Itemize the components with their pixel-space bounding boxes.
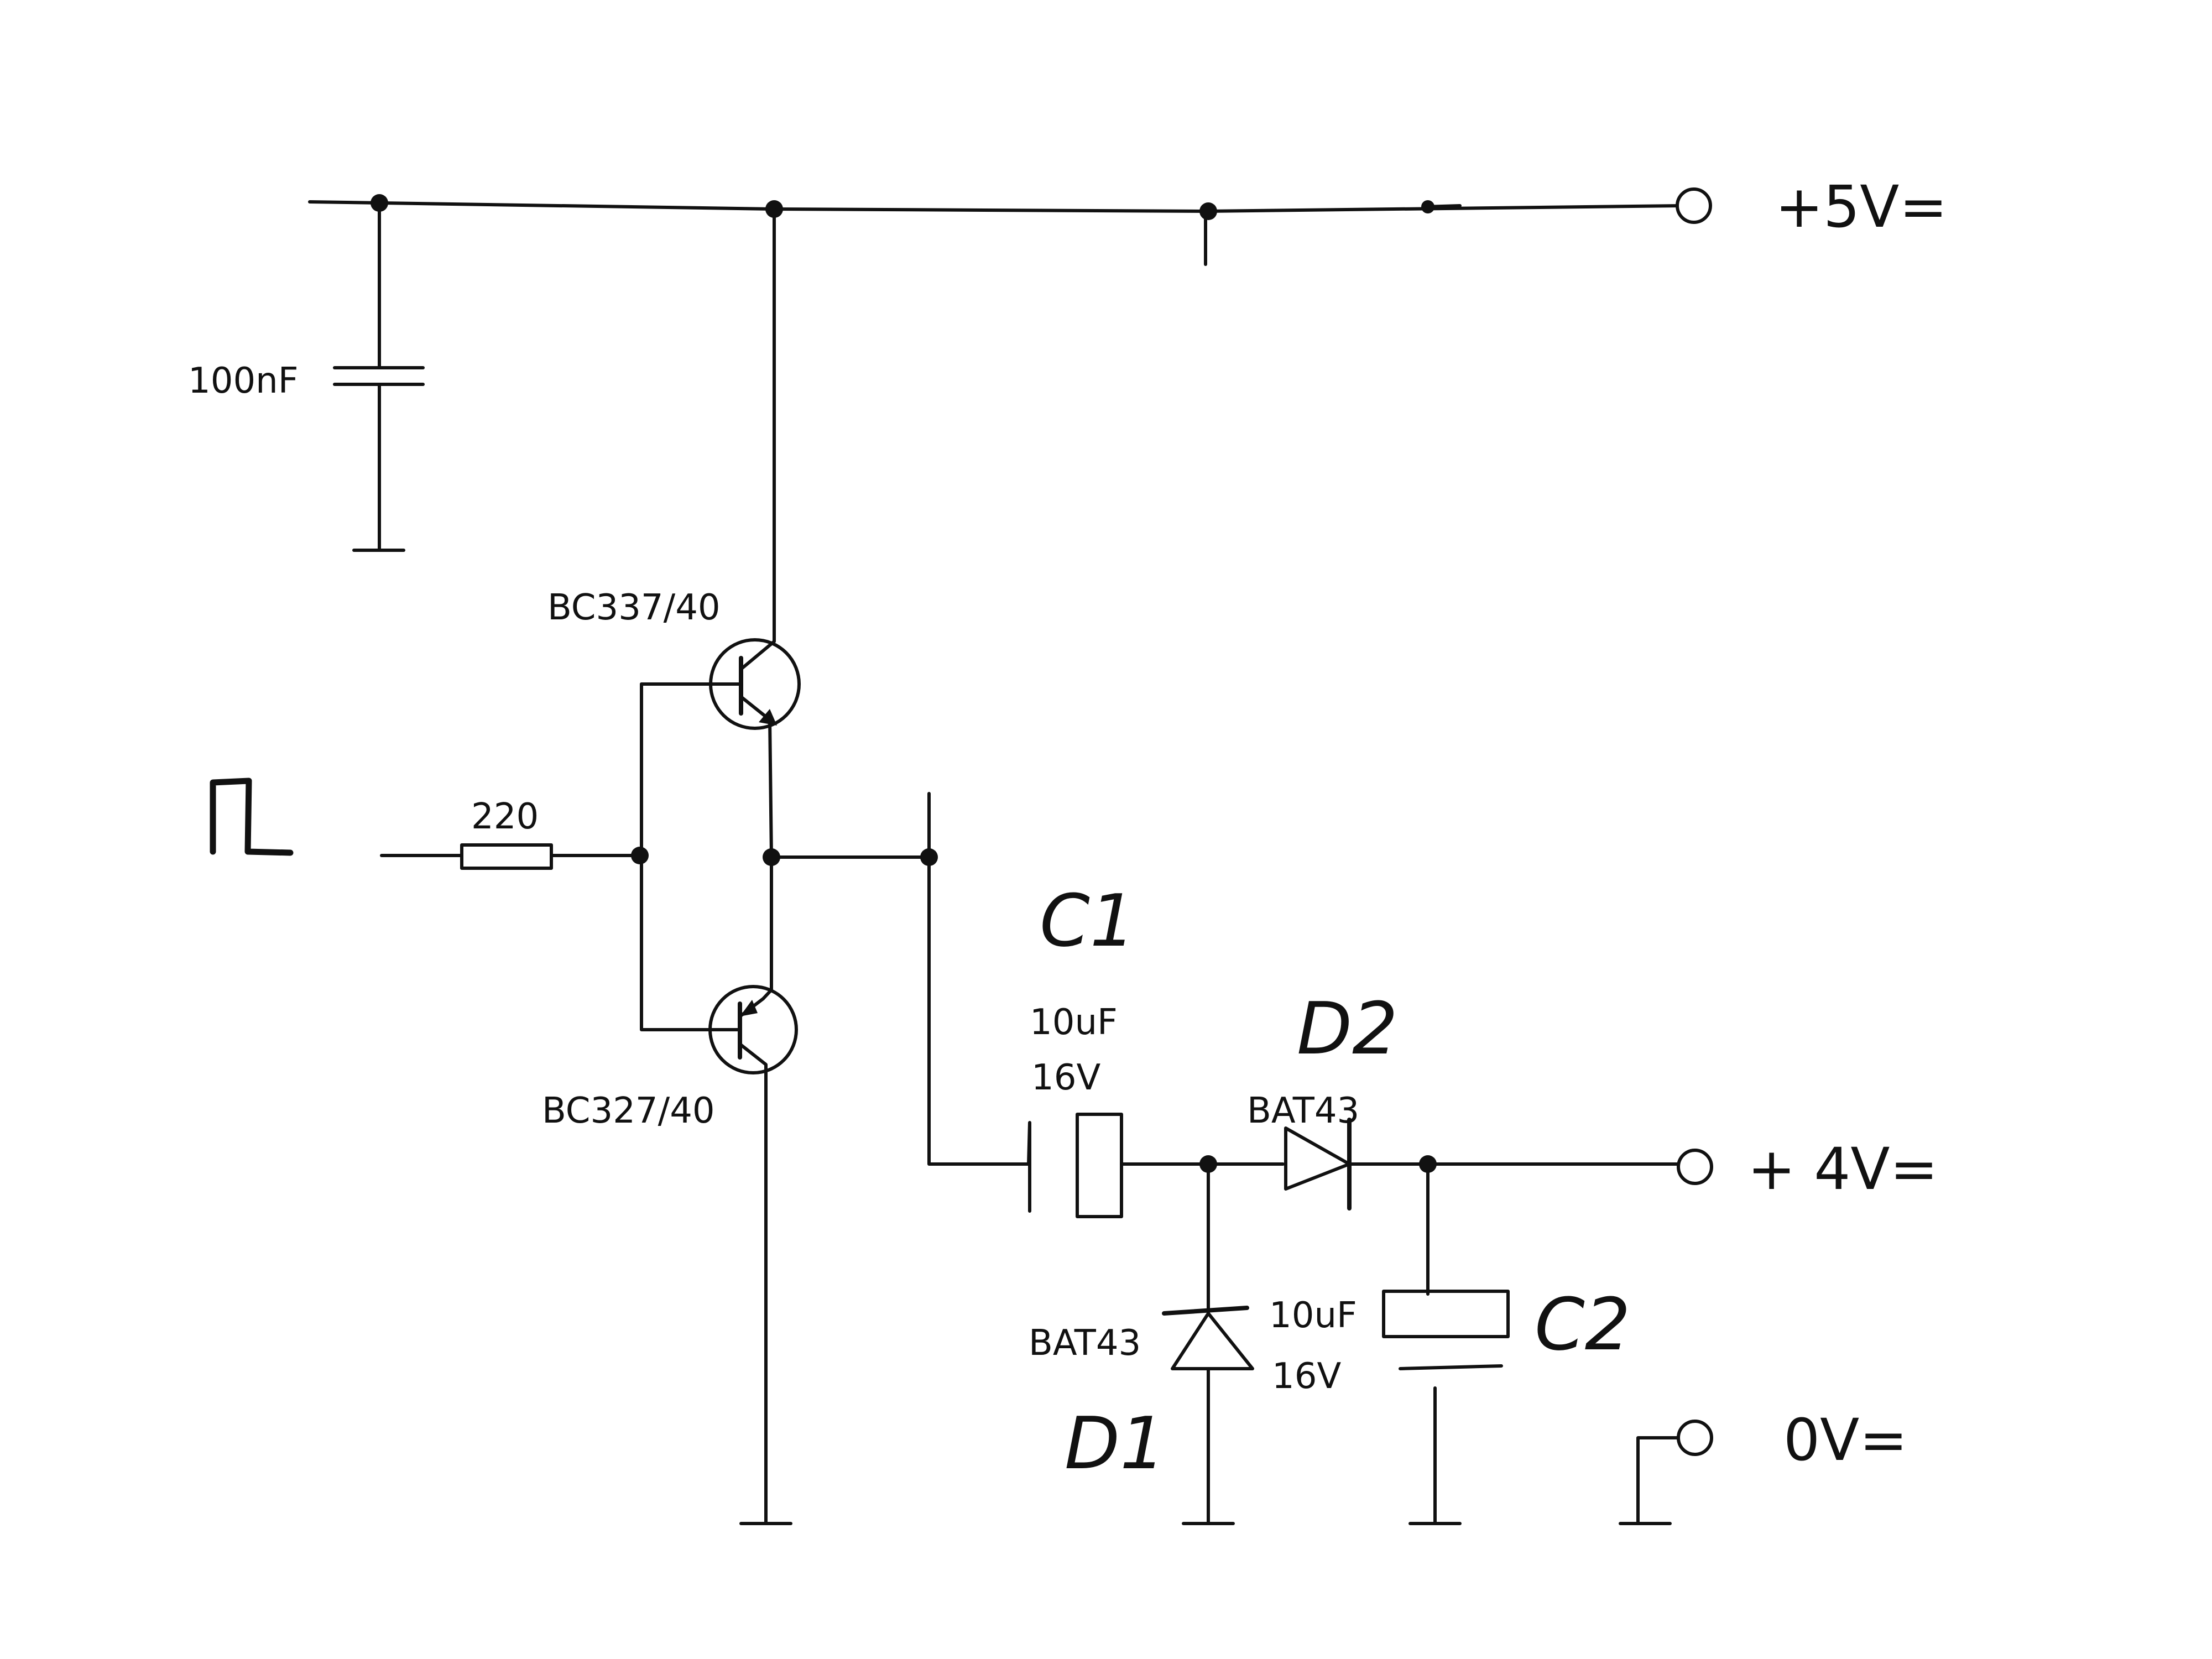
label-d2-part: BAT43: [1247, 1091, 1359, 1131]
label-c1: C1: [1040, 879, 1135, 963]
label-c1-value: 10uF: [1030, 1002, 1118, 1043]
bypass-capacitor: [333, 201, 425, 552]
terminal-4v-icon: [1677, 1149, 1713, 1185]
pnp-transistor: [708, 855, 798, 1525]
diode-d2: [1284, 1118, 1683, 1211]
label-bc327: BC327/40: [542, 1091, 715, 1131]
label-c2-voltage: 16V: [1272, 1356, 1341, 1397]
terminal-0v-icon: [1677, 1420, 1713, 1456]
label-d1-part: BAT43: [1029, 1323, 1141, 1364]
pump-node: [1199, 1155, 1285, 1173]
label-c2: C2: [1535, 1282, 1630, 1366]
npn-transistor: [640, 207, 801, 859]
supply-rail-5v: [308, 194, 1683, 266]
ground-terminal: [1619, 1436, 1683, 1525]
capacitor-c1: [1027, 1113, 1210, 1218]
label-220: 220: [471, 796, 539, 837]
input-pulse-icon: [210, 778, 294, 856]
label-0v: 0V=: [1783, 1406, 1907, 1474]
label-c2-value: 10uF: [1269, 1295, 1357, 1336]
label-plus5v: +5V=: [1775, 173, 1948, 241]
label-d1: D1: [1065, 1401, 1166, 1485]
label-bc337: BC337/40: [547, 587, 721, 628]
base-bus: [631, 682, 740, 1031]
label-100nf: 100nF: [188, 361, 299, 401]
label-c1-voltage: 16V: [1031, 1057, 1100, 1098]
output-node: [763, 792, 1030, 1166]
label-d2: D2: [1297, 987, 1398, 1071]
resistor-220: [380, 843, 640, 870]
label-plus4v: + 4V=: [1747, 1135, 1938, 1203]
capacitor-c2: [1382, 1162, 1510, 1525]
diode-d1: [1162, 1162, 1254, 1525]
terminal-5v-icon: [1676, 187, 1712, 224]
